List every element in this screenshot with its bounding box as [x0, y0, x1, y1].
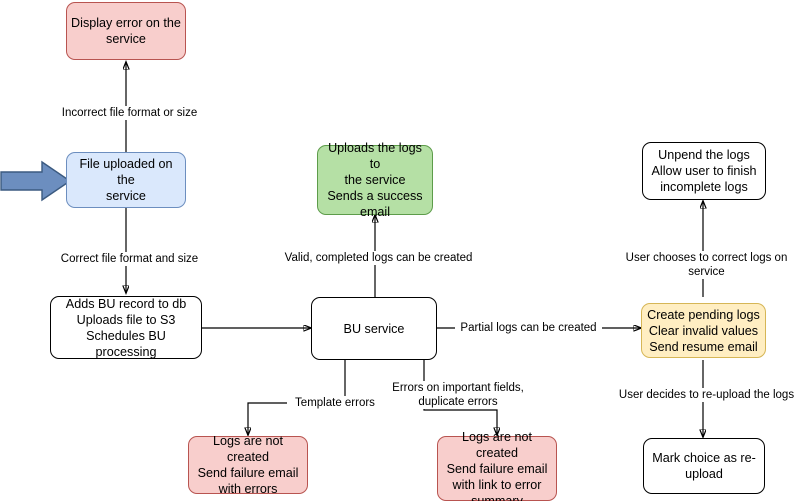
node-create-pending-logs[interactable]: Create pending logs Clear invalid values… — [641, 303, 766, 358]
node-uploads-logs-to-service[interactable]: Uploads the logs to the service Sends a … — [317, 141, 433, 219]
node-mark-choice-as-reupload[interactable]: Mark choice as re- upload — [643, 438, 765, 494]
edge-label-partial-logs: Partial logs can be created — [455, 321, 602, 335]
entry-arrow-icon — [0, 160, 72, 202]
node-file-uploaded-on-service[interactable]: File uploaded on the service — [66, 152, 186, 208]
node-display-error[interactable]: Display error on the service — [66, 2, 186, 60]
node-logs-not-created-error-summary[interactable]: Logs are not created Send failure email … — [437, 430, 557, 501]
node-logs-not-created-with-errors[interactable]: Logs are not created Send failure email … — [188, 434, 308, 496]
edge-label-user-corrects-logs: User chooses to correct logs on service — [608, 251, 801, 279]
edge-label-correct-format: Correct file format and size — [55, 252, 204, 266]
edge-label-user-reuploads-logs: User decides to re-upload the logs — [613, 388, 800, 402]
node-bu-service[interactable]: BU service — [311, 297, 437, 360]
edge-label-template-errors: Template errors — [287, 396, 383, 410]
node-adds-bu-record[interactable]: Adds BU record to db Uploads file to S3 … — [50, 296, 202, 359]
edge-label-important-field-errors: Errors on important fields, duplicate er… — [387, 381, 529, 409]
edge-label-valid-logs: Valid, completed logs can be created — [280, 251, 477, 265]
edge-label-incorrect-format: Incorrect file format or size — [55, 106, 204, 120]
node-unpend-the-logs[interactable]: Unpend the logs Allow user to finish inc… — [642, 142, 766, 200]
